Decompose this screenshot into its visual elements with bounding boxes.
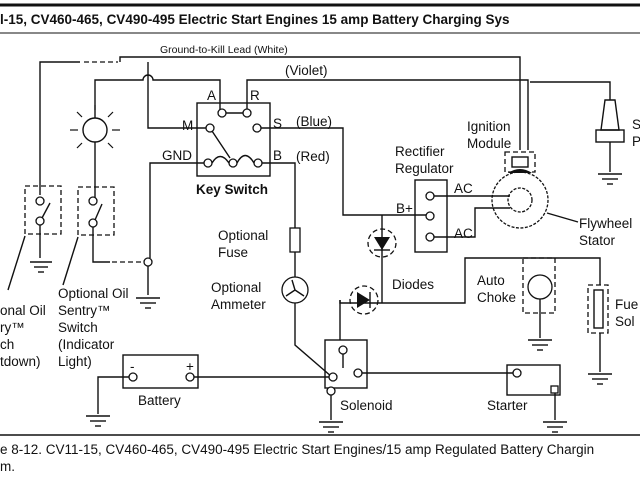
ac-label-2: AC <box>454 226 473 241</box>
ac-label-1: AC <box>454 181 473 196</box>
b-plus-label: B+ <box>396 201 413 216</box>
solenoid <box>319 339 368 433</box>
ground-kill-lead <box>39 56 521 195</box>
blue-label: (Blue) <box>296 114 332 129</box>
choke-label-2: Choke <box>477 290 516 305</box>
violet-label: (Violet) <box>285 63 328 78</box>
spark-label-1: S <box>632 117 640 132</box>
fuse-label-1: Optional <box>218 228 268 243</box>
diagram-title: l-15, CV460-465, CV490-495 Electric Star… <box>0 12 509 27</box>
lamp-wire <box>94 74 221 118</box>
fuel-label-1: Fue <box>615 297 638 312</box>
rectifier-regulator <box>414 179 448 253</box>
ignition-label-1: Ignition <box>467 119 511 134</box>
ammeter-label-2: Ammeter <box>211 297 266 312</box>
ignition-module <box>504 151 536 173</box>
starter-label: Starter <box>487 398 528 413</box>
fuel-solenoid <box>587 284 612 385</box>
red-wire <box>262 162 296 228</box>
ignition-label-2: Module <box>467 136 511 151</box>
auto-choke <box>522 257 556 351</box>
flywheel-stator <box>491 169 579 229</box>
ground-icon <box>136 297 160 309</box>
oil-sentry-shutdown-switch <box>7 185 62 291</box>
fuse-icon <box>289 227 301 253</box>
oil-shutdown-label-2: ry™ <box>0 320 25 335</box>
caption-line-1: e 8-12. CV11-15, CV460-465, CV490-495 El… <box>0 442 594 457</box>
solenoid-label: Solenoid <box>340 398 393 413</box>
terminal-m-label: M <box>182 118 193 133</box>
terminal-b-label: B <box>273 148 282 163</box>
ground-icon <box>30 261 52 273</box>
choke-label-1: Auto <box>477 273 505 288</box>
fuel-label-2: Sol <box>615 314 635 329</box>
ground-terminal <box>143 257 153 267</box>
starter <box>506 364 567 433</box>
gnd-wire <box>149 162 208 258</box>
oil-indicator-label-5: Light) <box>58 354 92 369</box>
spark-plug-icon <box>595 99 625 185</box>
oil-indicator-label-4: (Indicator <box>58 337 115 352</box>
oil-indicator-label-3: Switch <box>58 320 98 335</box>
ammeter-label-1: Optional <box>211 280 261 295</box>
fuse-label-2: Fuse <box>218 245 248 260</box>
m-wire <box>147 62 210 129</box>
oil-shutdown-label-3: ch <box>0 337 14 352</box>
flywheel-label-2: Stator <box>579 233 616 248</box>
rectifier-label-2: Regulator <box>395 161 454 176</box>
violet-wire <box>246 79 529 150</box>
battery <box>86 354 199 427</box>
terminal-gnd-label: GND <box>162 148 192 163</box>
battery-minus-label: - <box>130 359 135 374</box>
terminal-r-label: R <box>250 88 260 103</box>
caption-line-2: m. <box>0 459 15 474</box>
oil-shutdown-label-1: onal Oil <box>0 303 46 318</box>
oil-indicator-label-1: Optional Oil <box>58 286 129 301</box>
flywheel-label-1: Flywheel <box>579 216 632 231</box>
ac-wire-2 <box>434 207 510 238</box>
spark-label-2: P <box>632 134 640 149</box>
terminal-a-label: A <box>207 88 216 103</box>
diode-icon <box>367 228 397 258</box>
diode-icon <box>349 285 379 315</box>
key-switch-label: Key Switch <box>196 182 268 197</box>
spark-plug-lead <box>530 81 611 100</box>
rectifier-label-1: Rectifier <box>395 144 445 159</box>
battery-plus-label: + <box>186 359 194 374</box>
red-label: (Red) <box>296 149 330 164</box>
oil-shutdown-label-4: tdown) <box>0 354 41 369</box>
blue-wire <box>261 127 426 216</box>
oil-sentry-indicator-switch <box>62 186 143 286</box>
oil-indicator-label-2: Sentry™ <box>58 303 111 318</box>
diodes-label: Diodes <box>392 277 434 292</box>
battery-label: Battery <box>138 393 181 408</box>
ground-kill-label: Ground-to-Kill Lead (White) <box>160 44 288 56</box>
terminal-s-label: S <box>273 116 282 131</box>
ammeter-icon <box>281 276 309 304</box>
key-switch <box>196 102 271 177</box>
